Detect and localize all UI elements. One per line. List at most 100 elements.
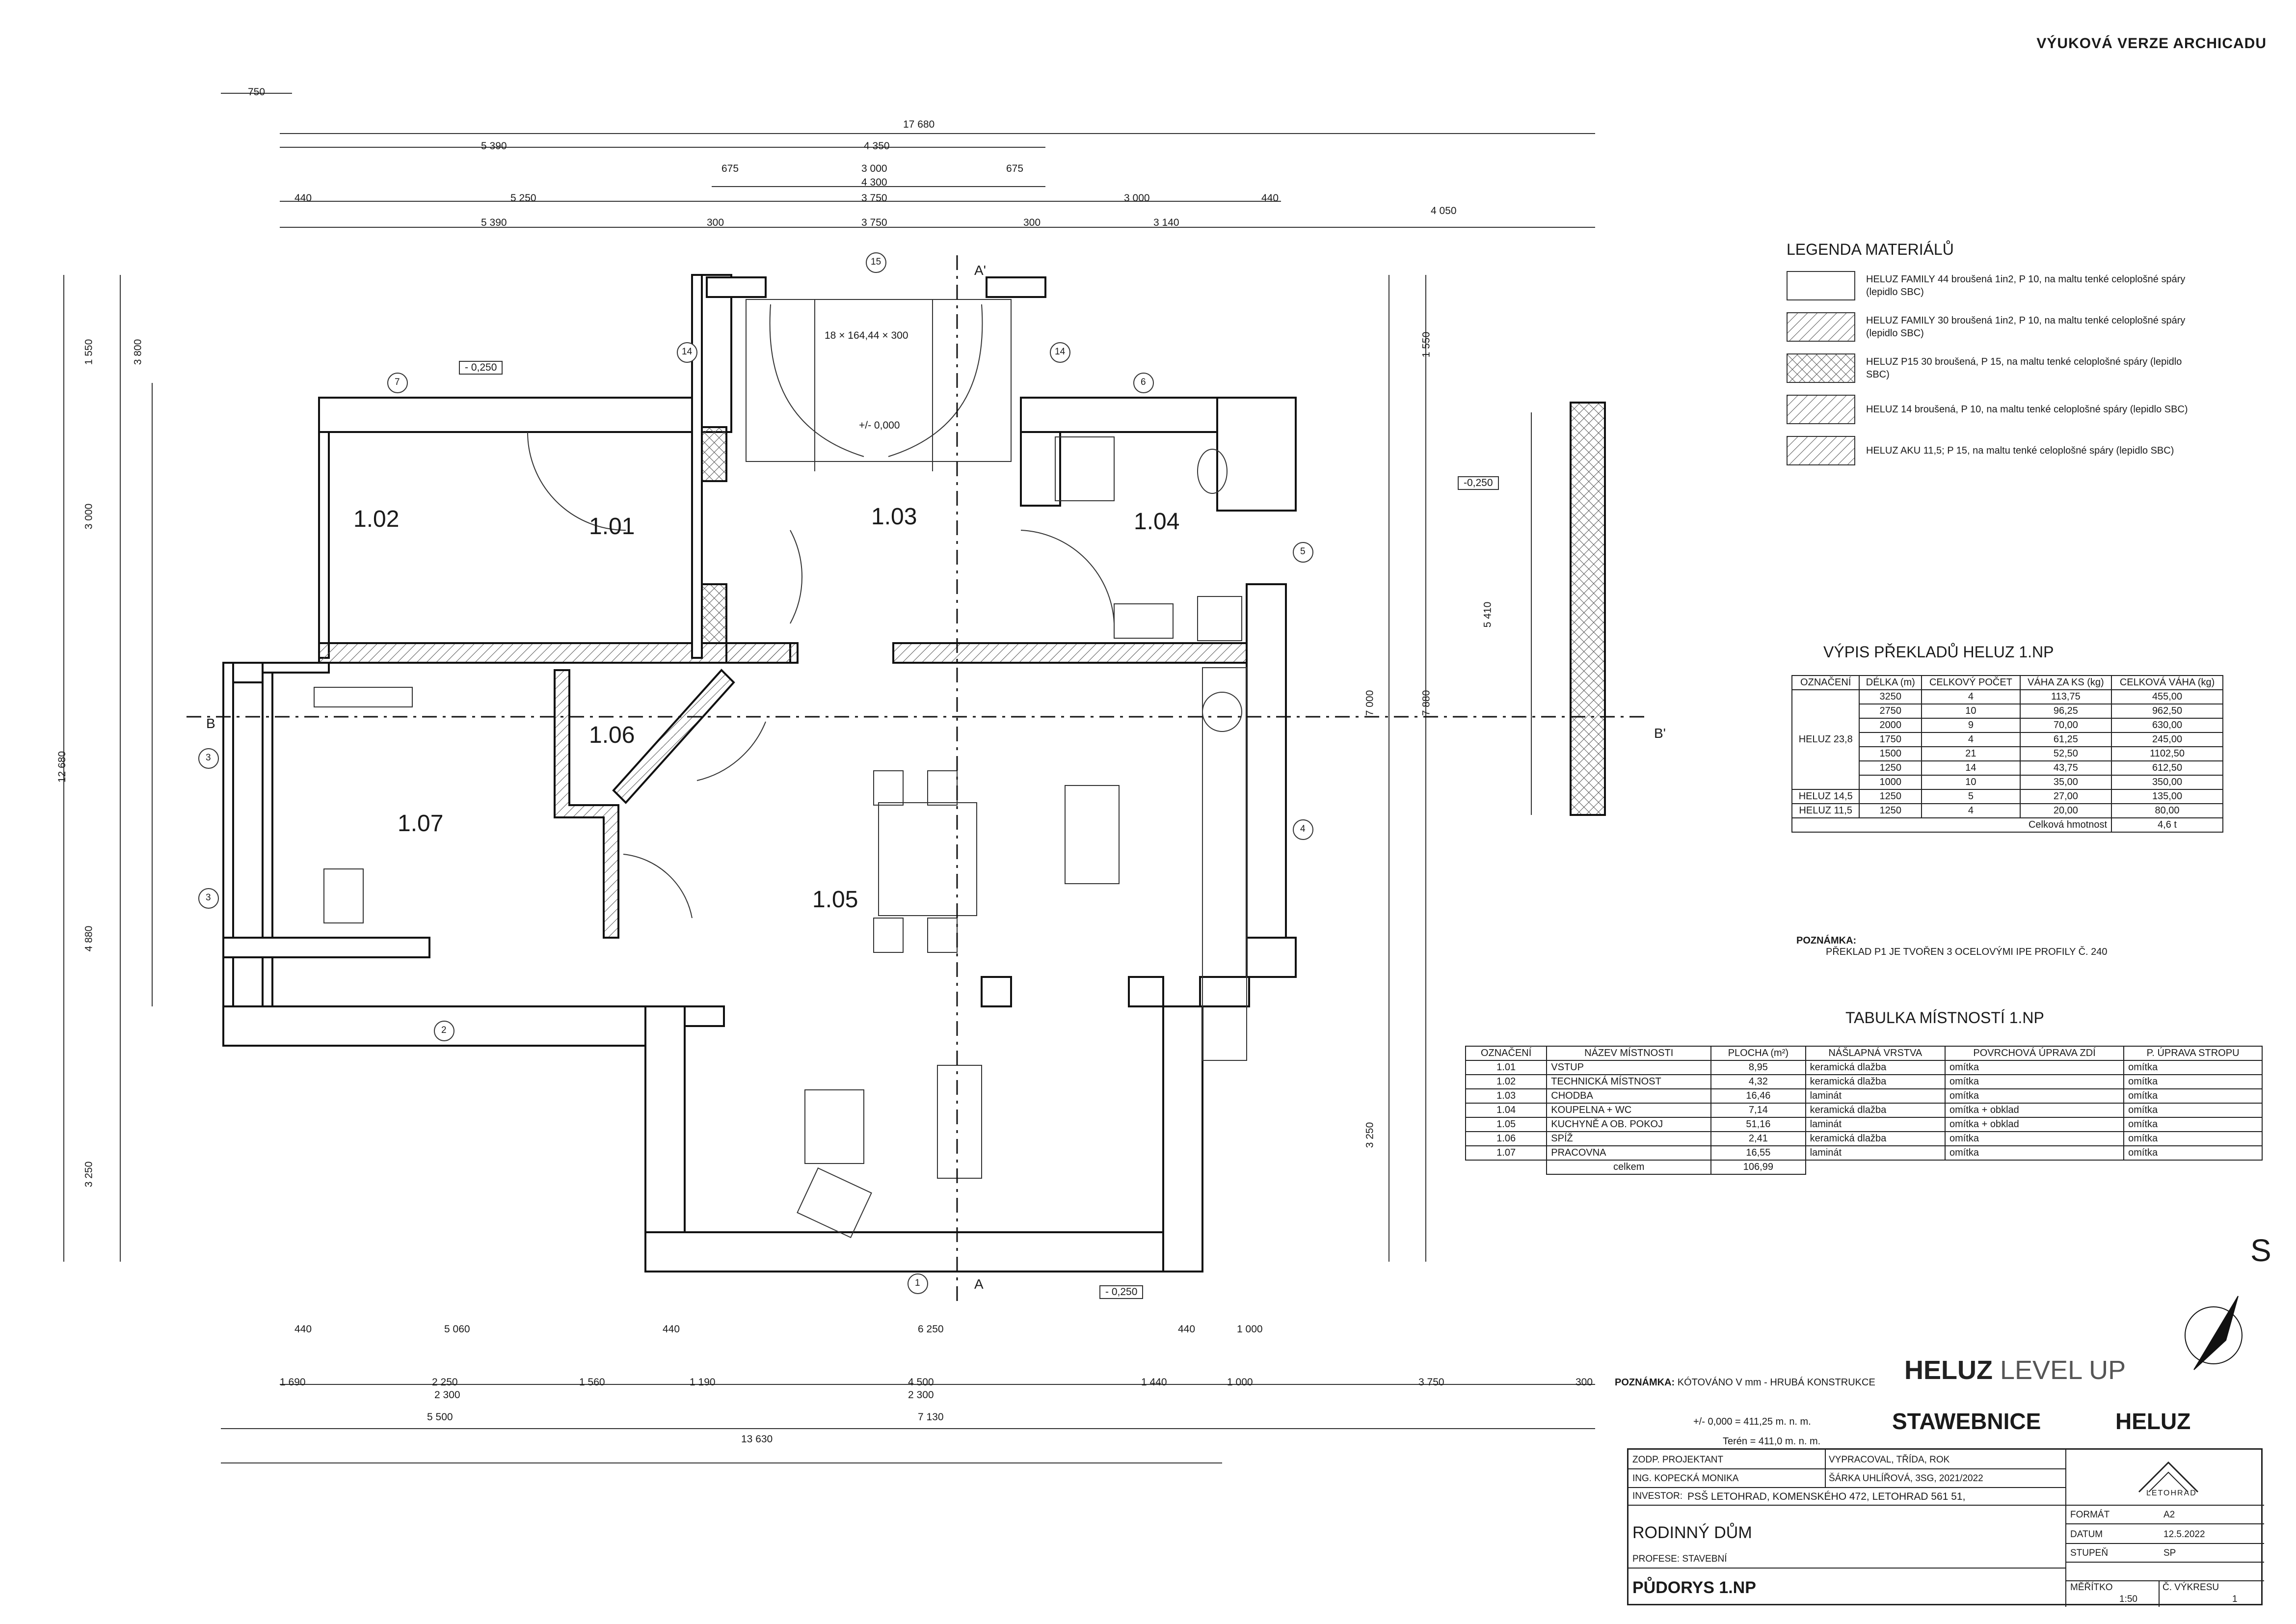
table-cell: omítka (2123, 1131, 2263, 1146)
table-cell: 80,00 (2111, 803, 2223, 818)
dim-top-4d: 4 300 (861, 177, 887, 188)
tb-investor-value: PSŠ LETOHRAD, KOMENSKÉHO 472, LETOHRAD 5… (1687, 1491, 1966, 1502)
table-cell: 1.07 (1465, 1145, 1548, 1161)
table-cell: CHODBA (1546, 1088, 1712, 1104)
note-label: POZNÁMKA: (1615, 1377, 1675, 1388)
brand-heluz-level-up: HELUZ LEVEL UP (1904, 1355, 2126, 1385)
dim-bot-2d: 1 190 (690, 1377, 716, 1388)
tb-meritko-value: 1:50 (2119, 1594, 2137, 1604)
table-cell: omítka + obklad (1945, 1103, 2125, 1118)
legend-item-text: HELUZ FAMILY 30 broušená 1in2, P 10, na … (1866, 315, 2186, 339)
table-cell: laminát (1805, 1145, 1946, 1161)
north-letter: S (2250, 1233, 2271, 1268)
legend-item-text: HELUZ FAMILY 44 broušená 1in2, P 10, na … (1866, 274, 2186, 298)
axis-label: 5 (1300, 546, 1306, 557)
table-cell: 5 (1921, 789, 2021, 804)
table-cell: celkem (1546, 1160, 1712, 1175)
table-row: 2000 9 70,00 630,00 (1792, 718, 2223, 733)
table-cell: 630,00 (2111, 718, 2223, 733)
section-a-bottom: A (974, 1276, 984, 1292)
room-label-1-03: 1.03 (871, 504, 917, 530)
dim-top-5d: 3 000 (1124, 192, 1150, 204)
table-row: HELUZ 11,5 1250 4 20,00 80,00 (1791, 803, 2223, 818)
room-label-1-04: 1.04 (1134, 509, 1180, 535)
axis-label: 14 (682, 347, 693, 357)
table-row: 1.07 PRACOVNA 16,55 laminát omítka omítk… (1465, 1145, 2263, 1161)
table-cell: VSTUP (1546, 1060, 1712, 1075)
table-cell: 4 (1921, 689, 2021, 704)
table-cell: laminát (1805, 1088, 1946, 1104)
table-cell: HELUZ 11,5 (1791, 803, 1860, 818)
legend-title: LEGENDA MATERIÁLŮ (1787, 241, 1954, 258)
table-cell: 1.02 (1465, 1074, 1548, 1089)
room-label-1-01: 1.01 (589, 514, 635, 540)
table-cell: 1.05 (1465, 1117, 1548, 1132)
table-row: 1.03 CHODBA 16,46 laminát omítka omítka (1465, 1088, 2263, 1104)
tb-format-label: FORMÁT (2070, 1510, 2110, 1520)
furniture (314, 436, 1247, 1239)
tb-drawing: PŮDORYS 1.NP (1632, 1578, 1756, 1597)
table-total-row: Celková hmotnost 4,6 t (1791, 817, 2223, 833)
dim-top-4b: 3 000 (861, 163, 887, 174)
table-cell: 245,00 (2111, 732, 2223, 747)
north-arrow (2185, 1296, 2243, 1370)
legend-item: HELUZ FAMILY 30 broušená 1in2, P 10, na … (1787, 311, 2228, 343)
dim-bot-1b: 5 060 (444, 1324, 470, 1335)
table-cell: 10 (1921, 775, 2021, 790)
section-markers (187, 255, 1644, 1301)
table-cell: 27,00 (2019, 789, 2112, 804)
watermark: VÝUKOVÁ VERZE ARCHICADU (2036, 35, 2267, 52)
table-cell: 61,25 (2019, 732, 2112, 747)
table-header-cell: PLOCHA (m²) (1710, 1046, 1806, 1061)
dim-top-6e: 3 140 (1153, 217, 1179, 228)
table-row: 2750 10 96,25 962,50 (1792, 704, 2223, 719)
table-cell: 2000 (1859, 718, 1922, 733)
table-cell: HELUZ 14,5 (1791, 789, 1860, 804)
dim-bot-1a: 440 (294, 1324, 312, 1335)
dim-top-3a: 5 390 (481, 140, 507, 152)
table-cell: Celková hmotnost (1791, 817, 2112, 833)
axis-label: 3 (206, 893, 211, 903)
table-cell: 1000 (1859, 775, 1922, 790)
legend-item-text: HELUZ AKU 11,5; P 15, na maltu tenké cel… (1866, 445, 2174, 456)
dim-bot-2b: 2 250 (432, 1377, 458, 1388)
table-row: HELUZ 14,5 1250 5 27,00 135,00 (1791, 789, 2223, 804)
table-cell: 14 (1921, 760, 2021, 776)
tb-stamp: LETOHRAD (2146, 1489, 2197, 1497)
axis-label: 14 (1055, 347, 1066, 357)
table-cell: 8,95 (1710, 1060, 1806, 1075)
table-cell: 20,00 (2019, 803, 2112, 818)
dim-bot-1f: 1 000 (1237, 1324, 1263, 1335)
table-cell: 350,00 (2111, 775, 2223, 790)
table-cell: 113,75 (2019, 689, 2112, 704)
dim-right-1: 7 880 (1420, 690, 1432, 716)
table-cell: 3250 (1859, 689, 1922, 704)
dim-bot-2k: 2 300 (908, 1389, 934, 1401)
dim-top-5b: 5 250 (510, 192, 536, 204)
table-row: 1.05 KUCHYNĚ A OB. POKOJ 51,16 laminát o… (1465, 1117, 2263, 1132)
table-cell: TECHNICKÁ MÍSTNOST (1546, 1074, 1712, 1089)
level-ground: +/- 0,000 (859, 420, 900, 431)
table-cell: 35,00 (2019, 775, 2112, 790)
lintel-note: POZNÁMKA: PŘEKLAD P1 JE TVOŘEN 3 OCELOVÝ… (1796, 935, 2108, 958)
height-terrain: Terén = 411,0 m. n. m. (1723, 1436, 1821, 1447)
note-text: PŘEKLAD P1 JE TVOŘEN 3 OCELOVÝMI IPE PRO… (1826, 947, 2108, 957)
table-cell: 106,99 (1710, 1160, 1806, 1175)
dim-bot-1d: 6 250 (918, 1324, 944, 1335)
section-a-top: A' (974, 263, 987, 278)
tb-cislo-label: Č. VÝKRESU (2163, 1582, 2219, 1593)
table-cell: HELUZ 23,8 (1791, 689, 1860, 790)
dim-bot-2f: 1 440 (1141, 1377, 1167, 1388)
table-row: 1500 21 52,50 1102,50 (1792, 746, 2223, 761)
dim-left-4: 1 550 (83, 339, 95, 365)
axis-label: 1 (915, 1278, 920, 1288)
table-cell: PRACOVNA (1546, 1145, 1712, 1161)
stairs (746, 299, 1012, 471)
tb-profese: PROFESE: STAVEBNÍ (1632, 1554, 1727, 1564)
legend-swatch-hatch (1787, 436, 1855, 465)
dim-top-1: 750 (248, 86, 266, 98)
axis-label: 2 (441, 1025, 447, 1035)
table-cell: 4,6 t (2111, 817, 2223, 833)
table-header-cell: VÁHA ZA KS (kg) (2019, 675, 2112, 690)
